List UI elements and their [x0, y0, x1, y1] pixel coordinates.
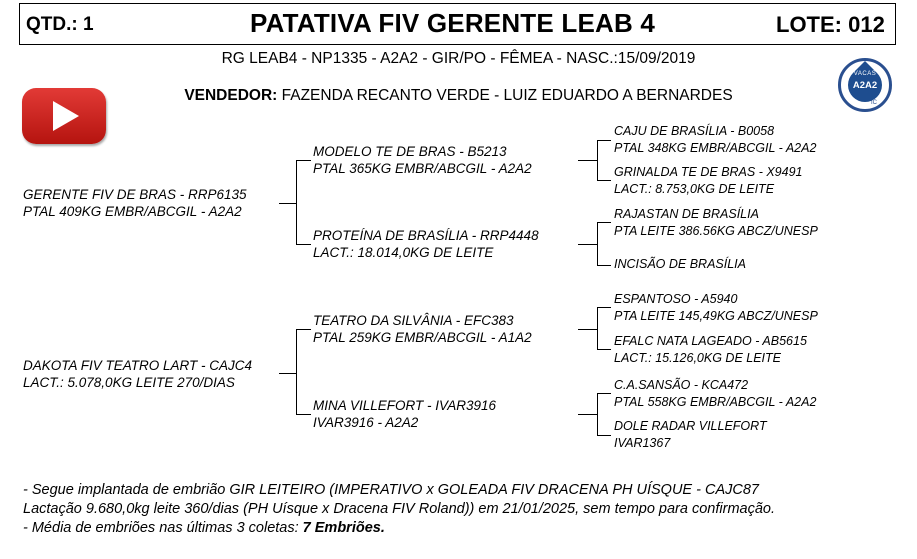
sire: GERENTE FIV DE BRAS - RRP6135 PTAL 409KG… — [23, 186, 247, 220]
bracket-line — [296, 414, 311, 415]
ancestor-name: GRINALDA TE DE BRAS - X9491 — [614, 165, 803, 179]
bracket-line — [597, 393, 598, 435]
bracket-line — [597, 140, 611, 141]
ancestor-dole: DOLE RADAR VILLEFORT IVAR1367 — [614, 418, 767, 451]
badge-corner-text: IC — [871, 100, 877, 106]
bracket-line — [578, 329, 597, 330]
seller-label: VENDEDOR: — [184, 87, 278, 104]
paternal-granddam-name: PROTEÍNA DE BRASÍLIA - RRP4448 — [313, 228, 539, 243]
bracket-line — [597, 393, 611, 394]
embryo-average: 7 Embriões. — [302, 520, 385, 536]
footer-note-3: - Média de embriões nas últimas 3 coleta… — [23, 520, 385, 536]
ancestor-detail: LACT.: 8.753,0KG DE LEITE — [614, 181, 775, 196]
maternal-grandsire: TEATRO DA SILVÂNIA - EFC383 PTAL 259KG E… — [313, 312, 532, 346]
ancestor-detail: PTA LEITE 145,49KG ABCZ/UNESP — [614, 308, 818, 323]
seller-line: VENDEDOR: FAZENDA RECANTO VERDE - LUIZ E… — [0, 87, 917, 105]
ancestor-espantoso: ESPANTOSO - A5940 PTA LEITE 145,49KG ABC… — [614, 291, 818, 324]
sire-name: GERENTE FIV DE BRAS - RRP6135 — [23, 187, 247, 202]
bracket-line — [296, 329, 311, 330]
ancestor-name: EFALC NATA LAGEADO - AB5615 — [614, 334, 807, 348]
badge-top-text: VACAS — [853, 71, 877, 77]
bracket-line — [597, 180, 611, 181]
ancestor-caju: CAJU DE BRASÍLIA - B0058 PTAL 348KG EMBR… — [614, 123, 816, 156]
sire-detail: PTAL 409KG EMBR/ABCGIL - A2A2 — [23, 204, 242, 219]
dam: DAKOTA FIV TEATRO LART - CAJC4 LACT.: 5.… — [23, 357, 252, 391]
bracket-line — [279, 203, 296, 204]
play-icon[interactable] — [22, 88, 106, 144]
ancestor-detail: PTAL 558KG EMBR/ABCGIL - A2A2 — [614, 394, 817, 409]
bracket-line — [597, 140, 598, 180]
bracket-line — [578, 414, 597, 415]
paternal-grandsire-name: MODELO TE DE BRAS - B5213 — [313, 144, 507, 159]
paternal-grandsire: MODELO TE DE BRAS - B5213 PTAL 365KG EMB… — [313, 143, 532, 177]
maternal-granddam-name: MINA VILLEFORT - IVAR3916 — [313, 398, 497, 413]
ancestor-name: RAJASTAN DE BRASÍLIA — [614, 207, 759, 221]
bracket-line — [296, 160, 297, 244]
bracket-line — [597, 222, 611, 223]
page-title: PATATIVA FIV GERENTE LEAB 4 — [0, 8, 917, 39]
bracket-line — [597, 435, 611, 436]
footer-note-2: Lactação 9.680,0kg leite 360/dias (PH Uí… — [23, 501, 775, 517]
ancestor-detail: LACT.: 15.126,0KG DE LEITE — [614, 350, 781, 365]
bracket-line — [578, 244, 597, 245]
paternal-grandsire-detail: PTAL 365KG EMBR/ABCGIL - A2A2 — [313, 161, 532, 176]
bracket-line — [279, 373, 296, 374]
ancestor-name: ESPANTOSO - A5940 — [614, 292, 738, 306]
ancestor-name: DOLE RADAR VILLEFORT — [614, 419, 767, 433]
ancestor-name: C.A.SANSÃO - KCA472 — [614, 378, 749, 392]
footer-note-3-text: - Média de embriões nas últimas 3 coleta… — [23, 520, 303, 536]
maternal-grandsire-name: TEATRO DA SILVÂNIA - EFC383 — [313, 313, 514, 328]
ancestor-casansao: C.A.SANSÃO - KCA472 PTAL 558KG EMBR/ABCG… — [614, 377, 816, 410]
bracket-line — [597, 307, 611, 308]
ancestor-name: INCISÃO DE BRASÍLIA — [614, 257, 746, 271]
ancestor-detail: PTAL 348KG EMBR/ABCGIL - A2A2 — [614, 140, 817, 155]
bracket-line — [597, 349, 611, 350]
ancestor-incisao: INCISÃO DE BRASÍLIA — [614, 256, 746, 273]
bracket-line — [597, 265, 611, 266]
bracket-line — [296, 244, 311, 245]
ancestor-rajastan: RAJASTAN DE BRASÍLIA PTA LEITE 386.56KG … — [614, 206, 818, 239]
bracket-line — [597, 307, 598, 349]
ancestor-detail: IVAR1367 — [614, 435, 671, 450]
maternal-grandsire-detail: PTAL 259KG EMBR/ABCGIL - A1A2 — [313, 330, 532, 345]
paternal-granddam-detail: LACT.: 18.014,0KG DE LEITE — [313, 245, 494, 260]
bracket-line — [578, 160, 597, 161]
maternal-granddam-detail: IVAR3916 - A2A2 — [313, 415, 419, 430]
ancestor-grinalda: GRINALDA TE DE BRAS - X9491 LACT.: 8.753… — [614, 164, 803, 197]
bracket-line — [296, 160, 311, 161]
seller-value: FAZENDA RECANTO VERDE - LUIZ EDUARDO A B… — [277, 87, 733, 104]
registration-info: RG LEAB4 - NP1335 - A2A2 - GIR/PO - FÊME… — [221, 50, 696, 67]
page-title-text: PATATIVA FIV GERENTE LEAB 4 — [249, 8, 656, 38]
ancestor-name: CAJU DE BRASÍLIA - B0058 — [614, 124, 775, 138]
maternal-granddam: MINA VILLEFORT - IVAR3916 IVAR3916 - A2A… — [313, 397, 496, 431]
bracket-line — [296, 329, 297, 414]
badge-main-text: A2A2 — [852, 80, 878, 91]
a2a2-badge-icon: VACAS A2A2 IC — [838, 58, 892, 112]
dam-detail: LACT.: 5.078,0KG LEITE 270/DIAS — [23, 375, 235, 390]
ancestor-efalc: EFALC NATA LAGEADO - AB5615 LACT.: 15.12… — [614, 333, 807, 366]
dam-name: DAKOTA FIV TEATRO LART - CAJC4 — [23, 358, 253, 373]
quantity-label: QTD.: 1 — [26, 14, 94, 35]
lot-number: LOTE: 012 — [776, 12, 885, 37]
ancestor-detail: PTA LEITE 386.56KG ABCZ/UNESP — [614, 223, 818, 238]
footer-note-1: - Segue implantada de embrião GIR LEITEI… — [23, 482, 759, 498]
paternal-granddam: PROTEÍNA DE BRASÍLIA - RRP4448 LACT.: 18… — [313, 227, 539, 261]
bracket-line — [597, 222, 598, 265]
header-box — [19, 3, 896, 45]
